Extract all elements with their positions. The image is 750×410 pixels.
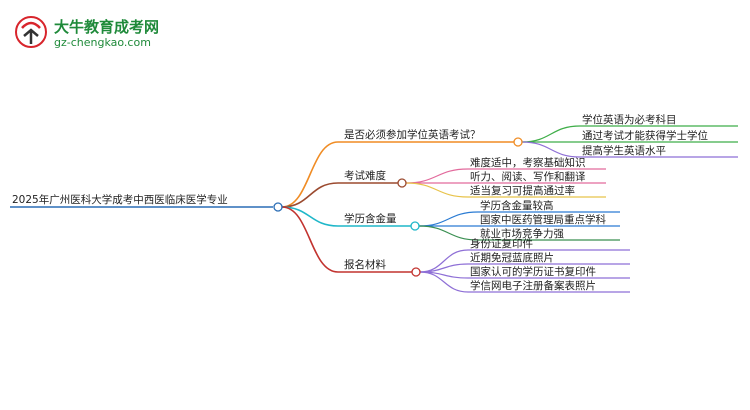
branch-node-dot xyxy=(397,178,407,188)
leaf-topic: 难度适中，考察基础知识 xyxy=(470,156,586,169)
leaf-topic: 通过考试才能获得学士学位 xyxy=(582,129,708,142)
root-node-dot xyxy=(273,202,283,212)
leaf-topic: 身份证复印件 xyxy=(470,237,533,250)
leaf-edge xyxy=(419,271,469,293)
leaf-topic: 就业市场竞争力强 xyxy=(480,227,564,240)
branch-edge xyxy=(281,206,339,273)
mindmap-edges xyxy=(10,125,738,293)
logo-title: 大牛教育成考网 xyxy=(54,18,160,36)
brand-logo: 大牛教育成考网 gz-chengkao.com xyxy=(14,14,174,54)
leaf-edge xyxy=(521,141,581,158)
leaf-topic: 国家认可的学历证书复印件 xyxy=(470,265,596,278)
branch-node-dot xyxy=(410,221,420,231)
branch-topic: 报名材料 xyxy=(344,258,386,271)
branch-edge xyxy=(281,182,339,208)
branch-node-dot xyxy=(513,137,523,147)
leaf-topic: 听力、阅读、写作和翻译 xyxy=(470,170,586,183)
branch-node-dot xyxy=(411,267,421,277)
root-topic: 2025年广州医科大学成考中西医临床医学专业 xyxy=(12,193,228,206)
leaf-topic: 学信网电子注册备案表照片 xyxy=(470,279,596,292)
branch-topic: 学历含金量 xyxy=(344,212,397,225)
logo-url: gz-chengkao.com xyxy=(54,36,151,49)
leaf-edge xyxy=(405,168,469,184)
leaf-edge xyxy=(521,125,581,143)
mindmap-nodes: 2025年广州医科大学成考中西医临床医学专业 是否必须参加学位英语考试？ 学位英语为… xyxy=(12,113,708,292)
leaf-topic: 学位英语为必考科目 xyxy=(582,113,677,126)
branch-edge xyxy=(281,206,339,227)
leaf-topic: 国家中医药管理局重点学科 xyxy=(480,213,606,226)
branch-topic: 考试难度 xyxy=(344,169,386,182)
branch-topic: 是否必须参加学位英语考试？ xyxy=(344,128,481,141)
leaf-edge xyxy=(418,211,479,227)
leaf-topic: 近期免冠蓝底照片 xyxy=(470,251,554,264)
leaf-edge xyxy=(418,225,479,241)
logo-mascot-icon xyxy=(15,16,47,48)
branch-edge xyxy=(281,141,339,208)
leaf-topic: 学历含金量较高 xyxy=(480,199,554,212)
leaf-topic: 适当复习可提高通过率 xyxy=(470,184,575,197)
leaf-edge xyxy=(405,182,469,198)
leaf-topic: 提高学生英语水平 xyxy=(582,144,666,157)
leaf-edge xyxy=(419,249,469,273)
